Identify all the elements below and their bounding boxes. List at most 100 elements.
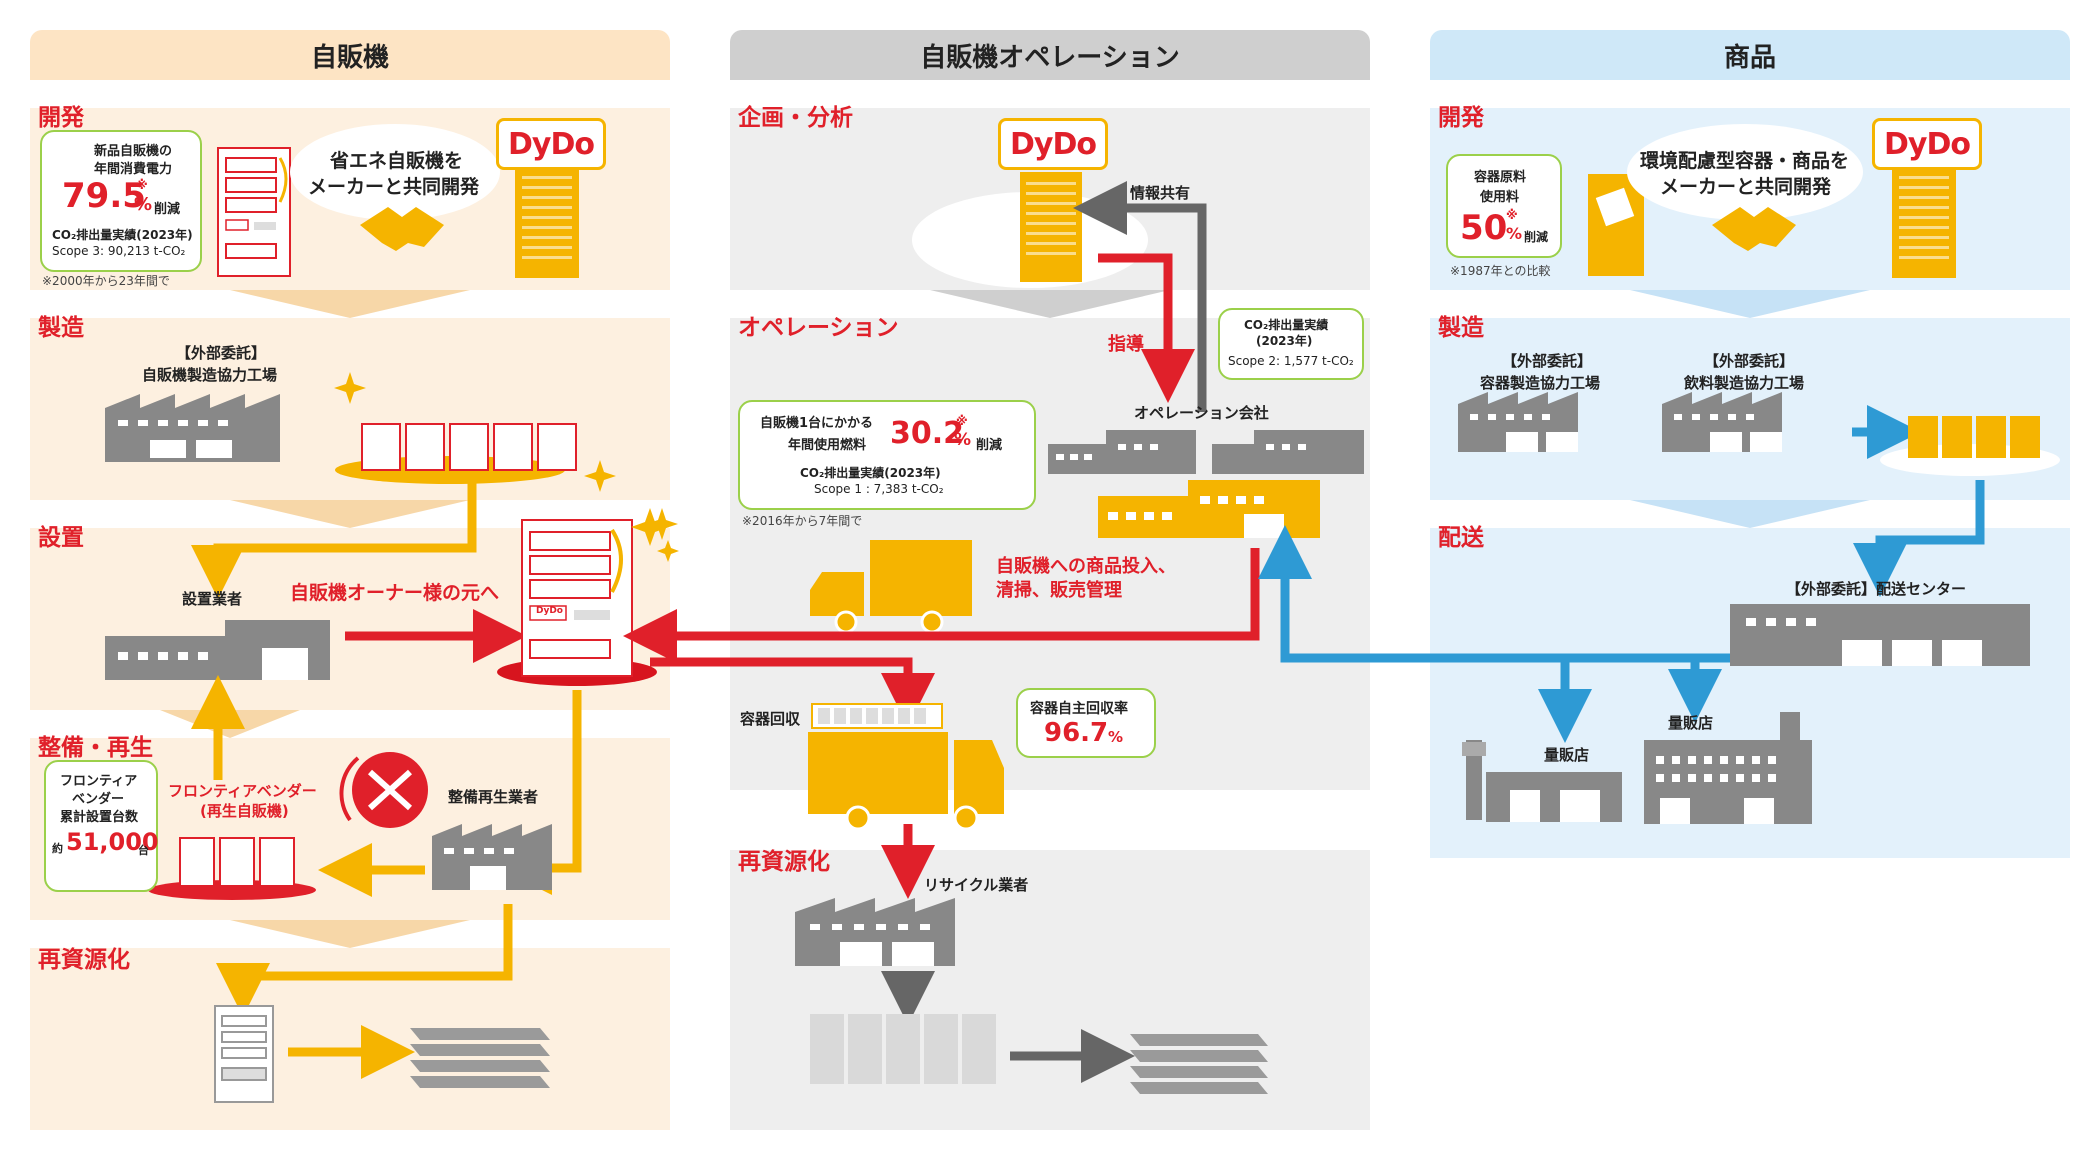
- stage-refurb-vending: 整備・再生: [38, 735, 153, 761]
- sparkle-icon: [334, 372, 678, 540]
- fuel-line1: 自販機1台にかかる: [760, 416, 874, 431]
- frontier-line2: ベンダー: [72, 792, 125, 807]
- stage-delivery-products: 配送: [1438, 525, 1484, 551]
- dydo-building-products-icon: [1892, 168, 1956, 278]
- container-collect-label: 容器回収: [740, 710, 801, 728]
- frontier-vendor-label1: フロンティアベンダー: [168, 782, 317, 800]
- container-callout-value: 50: [1460, 208, 1508, 248]
- power-callout-unit: %: [134, 194, 153, 215]
- vending-machines-row-icon: [361, 423, 577, 471]
- op-company-label: オペレーション会社: [1134, 404, 1269, 422]
- installer-label: 設置業者: [182, 590, 243, 608]
- container-callout-reduce: 削減: [1524, 230, 1549, 244]
- arrow-vm-to-collection: [650, 657, 935, 727]
- stage-install-vending: 設置: [38, 525, 84, 551]
- note-2000: ※2000年から23年間で: [42, 274, 170, 288]
- container-factory-label2: 容器製造協力工場: [1480, 374, 1601, 392]
- chevron-mfg-install: [230, 500, 470, 528]
- repair-tools-icon: [339, 752, 428, 828]
- frontier-line3: 累計設置台数: [60, 810, 139, 825]
- stage-mfg-vending: 製造: [38, 315, 84, 341]
- collect-rate-callout: 容器自主回収率 96.7 %: [1016, 688, 1156, 758]
- recycler-label: リサイクル業者: [924, 876, 1029, 894]
- container-callout-unit: %: [1506, 224, 1523, 243]
- arrow-dist-to-opcompany: [1258, 525, 1730, 663]
- arrow-service-to-vm: [623, 548, 1260, 663]
- factory-vending-icon: [105, 394, 280, 462]
- op-co2-line1: CO₂排出量実績: [1244, 318, 1329, 332]
- stage-recycle-vending: 再資源化: [38, 947, 130, 973]
- dydo-building-op-icon: [1020, 172, 1082, 282]
- column-header-vending: 自販機: [30, 30, 670, 80]
- chevron-plan-op: [930, 290, 1170, 318]
- chevron-dev-mfg-products: [1630, 290, 1870, 318]
- fuel-callout: 自販機1台にかかる 年間使用燃料 30.2 ※ % 削減 CO₂排出量実績(20…: [738, 400, 1036, 510]
- vm-factory-label2: 自販機製造協力工場: [142, 366, 278, 384]
- fuel-unit: %: [954, 430, 972, 450]
- container-callout-mark: ※: [1506, 208, 1518, 222]
- op-co2-scope: Scope 2: 1,577 t-CO₂: [1228, 354, 1354, 368]
- codev-products-line2: メーカーと共同開発: [1660, 176, 1832, 198]
- power-callout-mark: ※: [136, 178, 148, 192]
- power-callout-line2: 年間消費電力: [94, 162, 173, 177]
- codev-bubble: [290, 124, 500, 220]
- column-title-products: 商品: [1723, 42, 1776, 73]
- dydo-logo-products: DyDo: [1872, 118, 1982, 170]
- refurb-company-building-icon: [432, 824, 552, 890]
- codev-products-line1: 環境配慮型容器・商品を: [1640, 150, 1850, 172]
- fuel-value: 30.2: [890, 416, 965, 451]
- fuel-scope: Scope 1 : 7,383 t-CO₂: [814, 482, 944, 496]
- op-co2-callout: CO₂排出量実績 (2023年) Scope 2: 1,577 t-CO₂: [1218, 308, 1364, 380]
- stage-dev-vending: 開発: [38, 105, 84, 131]
- container-callout-line1: 容器原料: [1474, 170, 1527, 185]
- dist-center-label: 【外部委託】配送センター: [1786, 580, 1967, 598]
- info-share-label: 情報共有: [1130, 184, 1191, 202]
- store1-label: 量販店: [1544, 746, 1590, 764]
- container-callout-line2: 使用料: [1480, 190, 1520, 205]
- column-title-operation: 自販機オペレーション: [920, 42, 1180, 73]
- fuel-co2: CO₂排出量実績(2023年): [800, 466, 941, 480]
- eco-can-icon: [1588, 174, 1644, 276]
- stage-op-operation: オペレーション: [738, 315, 899, 341]
- arrow-info-share: [1073, 181, 1207, 412]
- note-2016: ※2016年から7年間で: [742, 514, 863, 528]
- stage-dev-products: 開発: [1438, 105, 1484, 131]
- op-company-buildings-icon: [1048, 430, 1364, 474]
- chevron-install-refurb: [160, 710, 300, 738]
- power-callout: 新品自販機の 年間消費電力 79.5 ※ % 削減 CO₂排出量実績(2023年…: [40, 130, 202, 272]
- note-1987: ※1987年との比較: [1450, 264, 1551, 278]
- frontier-value: 51,000: [66, 828, 159, 856]
- handshake-products-icon: [1712, 207, 1796, 251]
- dydo-building-icon: [515, 168, 579, 278]
- collect-rate-label: 容器自主回収率: [1030, 701, 1128, 717]
- handshake-icon: [360, 207, 444, 251]
- container-material-callout: 容器原料 使用料 50 ※ % 削減: [1446, 154, 1562, 258]
- stage-mfg-products: 製造: [1438, 315, 1484, 341]
- op-company-main-building-icon: [1098, 480, 1320, 538]
- recycled-resin-stack-icon: [1130, 1034, 1268, 1094]
- beverage-factory-label2: 飲料製造協力工場: [1684, 374, 1805, 392]
- op-co2-line2: (2023年): [1256, 334, 1313, 348]
- stage-recycle-operation: 再資源化: [738, 849, 830, 875]
- collection-truck-icon: [808, 732, 1004, 814]
- arrow-guidance: [1098, 253, 1195, 403]
- frontier-line1: フロンティア: [60, 774, 138, 789]
- arrow-refurb-to-recycle: [216, 904, 513, 1017]
- beverage-factory-label1: 【外部委託】: [1704, 352, 1795, 370]
- fuel-mark: ※: [956, 414, 968, 428]
- collect-rate-value: 96.7: [1044, 718, 1109, 748]
- vending-machine-installed-icon: [521, 519, 633, 677]
- dydo-logo-plan: DyDo: [998, 118, 1108, 170]
- vm-installed-logo: DyDo: [536, 606, 563, 616]
- vm-factory-label1: 【外部委託】: [176, 344, 267, 362]
- frontier-vendor-label2: (再生自販機): [200, 802, 289, 820]
- column-header-operation: 自販機オペレーション: [730, 30, 1370, 80]
- fuel-line2: 年間使用燃料: [788, 438, 867, 453]
- codev-text-line2: メーカーと共同開発: [308, 176, 480, 198]
- recycled-containers-icon: [810, 1014, 996, 1084]
- power-callout-co2: CO₂排出量実績(2023年): [52, 228, 193, 242]
- codev-text-line1: 省エネ自販機を: [330, 150, 464, 172]
- frontier-callout: フロンティア ベンダー 累計設置台数 約 51,000 台: [44, 760, 159, 892]
- chevron-refurb-recycle: [230, 920, 470, 948]
